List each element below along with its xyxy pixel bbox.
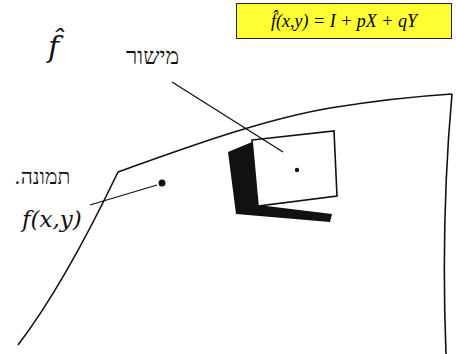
hebrew-label: תמונה.: [14, 166, 70, 189]
surface-left-edge: [18, 172, 118, 345]
leader-line: [172, 82, 283, 152]
hebrew-label: מישור: [126, 44, 179, 69]
surface-right-edge: [444, 94, 452, 354]
formula-box: f̂(x,y) = I + pX + qY: [236, 3, 452, 39]
leader-line: [90, 185, 157, 205]
surface-point: [159, 180, 166, 187]
formula-text: f̂(x,y) = I + pX + qY: [271, 11, 417, 32]
function-label: f̂: [48, 30, 59, 63]
tangent-plane: [252, 131, 337, 206]
plane-point: [295, 168, 299, 172]
function-label: f(x,y): [22, 207, 82, 232]
